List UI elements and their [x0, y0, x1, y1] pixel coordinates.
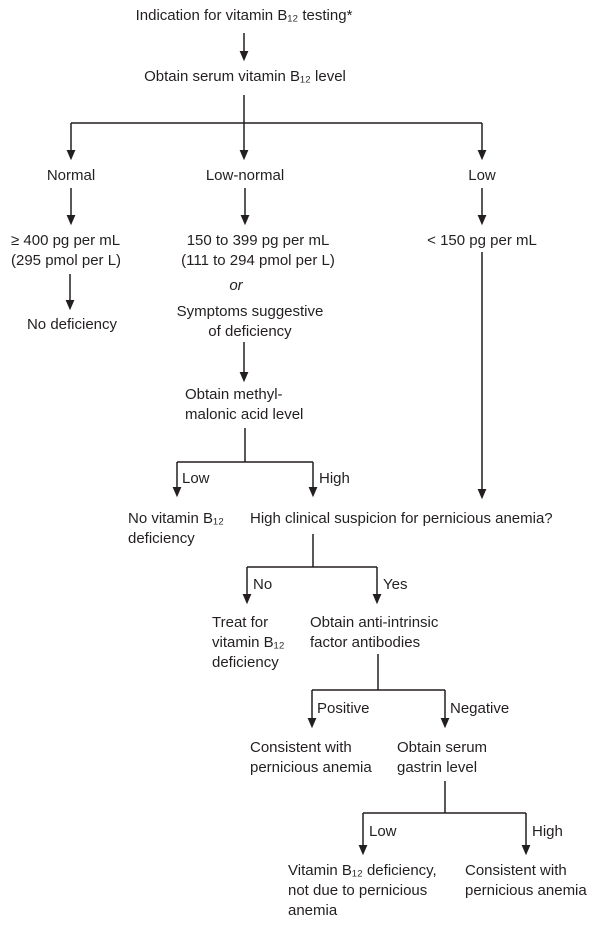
node-or-connector: or: [229, 277, 243, 294]
edge-label-gastrin-high: High: [532, 823, 563, 840]
edge-label-normal: Normal: [46, 167, 96, 184]
node-consistent-pa-high: Consistent with pernicious anemia: [465, 862, 587, 899]
node-low-normal-value: 150 to 399 pg per mL (111 to 294 pmol pe…: [181, 232, 335, 269]
node-normal-value: ≥ 400 pg per mL (295 pmol per L): [11, 232, 122, 269]
node-symptoms: Symptoms suggestive of deficiency: [176, 303, 324, 340]
connector-lines: [65, 33, 531, 856]
edge-label-negative: Negative: [450, 700, 510, 717]
node-treat-b12: Treat for vitamin B₁₂ deficiency: [212, 614, 285, 671]
edge-label-no: No: [253, 576, 273, 593]
node-obtain-serum-b12: Obtain serum vitamin B₁₂ level: [144, 68, 346, 85]
node-consistent-pa-positive: Consistent with pernicious anemia: [250, 739, 372, 776]
edge-label-mma-high: High: [319, 470, 350, 487]
node-obtain-mma: Obtain methyl- malonic acid level: [185, 386, 304, 423]
edge-label-positive: Positive: [317, 700, 370, 717]
node-indication: Indication for vitamin B₁₂ testing*: [135, 7, 353, 24]
node-obtain-gastrin: Obtain serum gastrin level: [397, 739, 488, 776]
edge-label-yes: Yes: [383, 576, 408, 593]
edge-label-low-normal: Low-normal: [205, 167, 285, 184]
edge-label-mma-low: Low: [182, 470, 210, 487]
node-no-deficiency: No deficiency: [26, 316, 118, 333]
edge-label-gastrin-low: Low: [369, 823, 397, 840]
node-no-b12-deficiency: No vitamin B₁₂ deficiency: [128, 510, 224, 547]
node-obtain-if-antibodies: Obtain anti-intrinsic factor antibodies: [310, 614, 439, 651]
edge-label-low: Low: [468, 167, 496, 184]
node-low-value: < 150 pg per mL: [427, 232, 537, 249]
node-b12-not-pa: Vitamin B₁₂ deficiency, not due to perni…: [288, 862, 437, 919]
node-pa-question: High clinical suspicion for pernicious a…: [250, 510, 553, 527]
